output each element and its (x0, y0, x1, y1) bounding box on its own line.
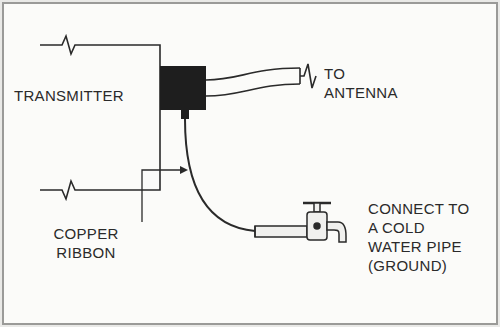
water-pipe (255, 226, 307, 237)
frame (3, 3, 497, 324)
ribbon-leader (142, 166, 188, 222)
part-label: COPPER RIBBON (46, 224, 126, 262)
unit-label: TRANSMITTER (14, 86, 154, 105)
antenna-label: TO ANTENNA (324, 64, 414, 102)
faucet (303, 203, 346, 242)
antenna-feedline (206, 64, 316, 96)
tuner-box (160, 66, 206, 110)
copper-ribbon (185, 119, 255, 231)
ground-terminal (181, 110, 189, 119)
note-label: CONNECT TO A COLD WATER PIPE (GROUND) (368, 199, 480, 275)
